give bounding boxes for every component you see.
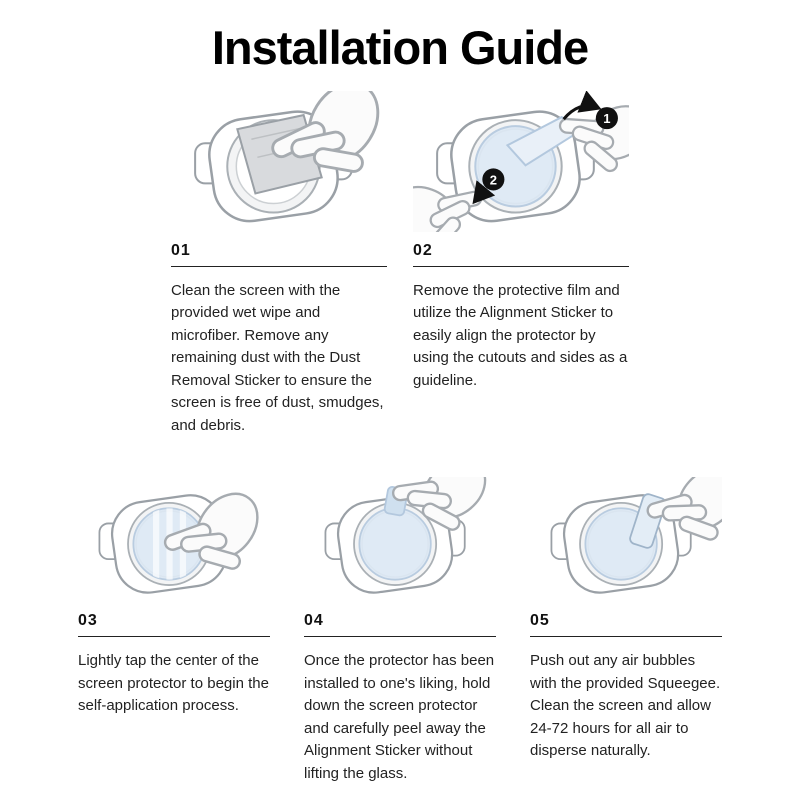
badge-1: 1: [595, 107, 618, 130]
step-04-illustration: [324, 477, 496, 599]
svg-text:2: 2: [490, 172, 497, 187]
step-number: 02: [413, 241, 433, 259]
step-number: 05: [530, 612, 550, 630]
step-divider: [78, 636, 270, 638]
step-03-illustration: [98, 477, 270, 599]
step-divider: [530, 636, 722, 638]
step-number: 04: [304, 612, 324, 630]
step-03: 03 Lightly tap the center of the screen …: [78, 477, 270, 785]
step-number: 03: [78, 612, 98, 630]
steps-row-2: 03 Lightly tap the center of the screen …: [0, 477, 800, 785]
screen-protector-glass: [358, 507, 432, 581]
step-description: Remove the protective film and utilize t…: [413, 281, 628, 389]
step-divider: [171, 265, 387, 267]
step-02-illustration: 1 2: [413, 91, 629, 232]
step-number: 01: [171, 241, 191, 259]
step-description: Once the protector has been installed to…: [304, 652, 495, 782]
step-02: 1 2 02 Remove the protective film and ut…: [413, 91, 629, 437]
step-05-illustration: [550, 477, 722, 599]
step-description: Lightly tap the center of the screen pro…: [78, 652, 269, 715]
step-04: 04 Once the protector has been installed…: [304, 477, 496, 785]
steps-row-1: 01 Clean the screen with the provided we…: [0, 91, 800, 437]
step-divider: [413, 265, 629, 267]
svg-text:1: 1: [603, 111, 610, 126]
step-05: 05 Push out any air bubbles with the pro…: [530, 477, 722, 785]
step-01: 01 Clean the screen with the provided we…: [171, 91, 387, 437]
step-divider: [304, 636, 496, 638]
page-title: Installation Guide: [211, 21, 589, 74]
curved-arrow-icon: [562, 91, 602, 121]
step-description: Push out any air bubbles with the provid…: [530, 652, 721, 760]
step-01-illustration: [193, 91, 387, 228]
step-description: Clean the screen with the provided wet w…: [171, 281, 384, 434]
badge-2: 2: [472, 168, 505, 205]
